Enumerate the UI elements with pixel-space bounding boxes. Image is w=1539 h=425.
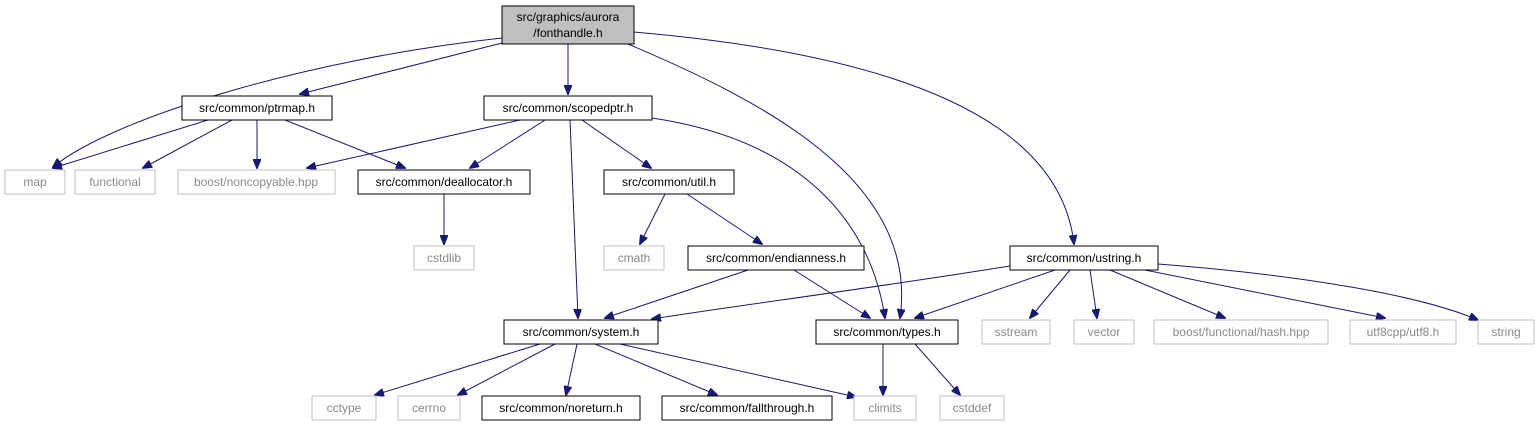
node-label: boost/functional/hash.hpp <box>1173 325 1310 339</box>
node-ptrmap[interactable]: src/common/ptrmap.h <box>181 95 333 121</box>
node-functional[interactable]: functional <box>74 169 156 195</box>
node-label: src/graphics/aurora <box>517 10 620 24</box>
edge-system-to-climits <box>619 343 856 397</box>
edge-system-to-noreturn <box>566 343 578 395</box>
edge-system-to-cerrno <box>458 343 556 395</box>
node-label: src/common/ustring.h <box>1027 251 1142 265</box>
node-util[interactable]: src/common/util.h <box>603 169 735 195</box>
edge-scopedptr-to-noncopyable <box>307 119 521 168</box>
node-map[interactable]: map <box>4 169 66 195</box>
node-label: cstdlib <box>427 251 461 265</box>
edges <box>53 31 1478 397</box>
edge-ustring-to-system <box>652 265 1011 319</box>
edge-endianness-to-types <box>793 269 870 318</box>
edge-ptrmap-to-functional <box>143 119 233 168</box>
node-cerrno[interactable]: cerrno <box>397 395 461 421</box>
node-label: cstddef <box>953 401 992 415</box>
node-scopedptr[interactable]: src/common/scopedptr.h <box>483 95 653 121</box>
node-label: src/common/system.h <box>523 325 640 339</box>
edge-types-to-cstddef <box>914 343 960 395</box>
edge-ustring-to-sstream <box>1030 269 1071 318</box>
node-label: src/common/ptrmap.h <box>199 101 315 115</box>
edge-util-to-cmath <box>640 193 666 244</box>
node-label: src/common/endianness.h <box>706 251 846 265</box>
node-hash[interactable]: boost/functional/hash.hpp <box>1153 319 1329 345</box>
edge-root-to-ustring <box>633 31 1074 244</box>
node-noreturn[interactable]: src/common/noreturn.h <box>481 395 641 421</box>
node-sstream[interactable]: sstream <box>981 319 1051 345</box>
node-noncopyable[interactable]: boost/noncopyable.hpp <box>177 169 336 195</box>
edge-scopedptr-to-deallocator <box>470 119 546 168</box>
edge-ustring-to-types <box>915 269 1056 318</box>
edge-ptrmap-to-map <box>53 119 209 168</box>
node-label: functional <box>89 175 140 189</box>
node-label: src/common/noreturn.h <box>499 401 622 415</box>
edge-ustring-to-vector <box>1089 269 1097 318</box>
node-label: boost/noncopyable.hpp <box>194 175 318 189</box>
edge-ptrmap-to-deallocator <box>284 119 405 168</box>
node-endianness[interactable]: src/common/endianness.h <box>687 245 865 271</box>
edge-ustring-to-utf8 <box>1134 267 1385 318</box>
node-vector[interactable]: vector <box>1073 319 1135 345</box>
edge-ustring-to-string <box>1157 263 1478 320</box>
node-ustring[interactable]: src/common/ustring.h <box>1009 245 1159 271</box>
node-label: cmath <box>618 251 651 265</box>
node-label: src/common/deallocator.h <box>376 175 513 189</box>
edge-scopedptr-to-types <box>651 117 885 318</box>
edge-system-to-fallthrough <box>594 343 717 395</box>
nodes: src/graphics/aurora /fonthandle.h src/co… <box>4 5 1535 421</box>
node-label: cerrno <box>412 401 446 415</box>
node-label: src/common/util.h <box>622 175 716 189</box>
node-utf8[interactable]: utf8cpp/utf8.h <box>1349 319 1457 345</box>
edge-scopedptr-to-system <box>569 119 578 318</box>
edge-endianness-to-system <box>605 269 749 318</box>
edge-root-to-map <box>53 37 503 167</box>
node-cstddef[interactable]: cstddef <box>939 395 1005 421</box>
node-root[interactable]: src/graphics/aurora /fonthandle.h <box>501 5 635 45</box>
edge-ustring-to-hash <box>1109 269 1225 318</box>
node-label: climits <box>868 401 901 415</box>
node-cstdlib[interactable]: cstdlib <box>413 245 475 271</box>
node-label: utf8cpp/utf8.h <box>1367 325 1440 339</box>
node-climits[interactable]: climits <box>853 395 917 421</box>
node-label: sstream <box>995 325 1038 339</box>
edge-scopedptr-to-util <box>581 119 651 168</box>
node-label: map <box>23 175 47 189</box>
node-fallthrough[interactable]: src/common/fallthrough.h <box>661 395 833 421</box>
node-system[interactable]: src/common/system.h <box>503 319 659 345</box>
node-deallocator[interactable]: src/common/deallocator.h <box>357 169 531 195</box>
node-label: vector <box>1088 325 1121 339</box>
edge-system-to-cctype <box>375 343 541 395</box>
node-string[interactable]: string <box>1477 319 1535 345</box>
node-label: src/common/fallthrough.h <box>680 401 815 415</box>
node-label: src/common/scopedptr.h <box>503 101 634 115</box>
node-types[interactable]: src/common/types.h <box>815 319 959 345</box>
node-label: cctype <box>327 401 362 415</box>
node-label: /fonthandle.h <box>533 26 602 40</box>
edge-root-to-ptrmap <box>300 42 503 94</box>
node-cmath[interactable]: cmath <box>603 245 665 271</box>
edge-util-to-endianness <box>686 193 762 244</box>
node-label: src/common/types.h <box>833 325 940 339</box>
node-label: string <box>1491 325 1520 339</box>
edge-root-to-types <box>627 43 902 318</box>
node-cctype[interactable]: cctype <box>311 395 377 421</box>
